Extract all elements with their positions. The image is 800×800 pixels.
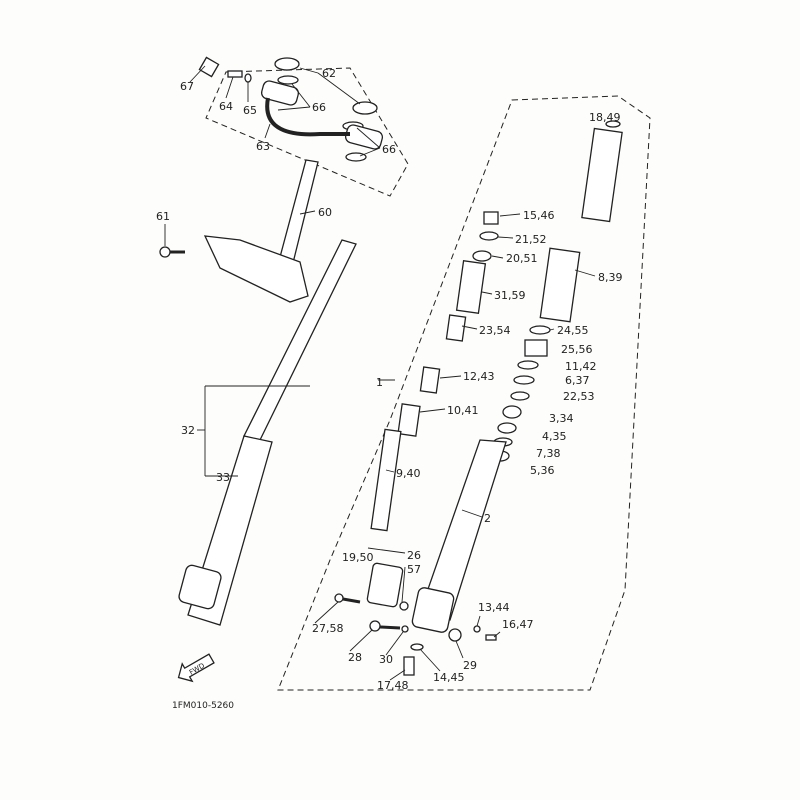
washer-30 bbox=[401, 625, 409, 633]
metal-22 bbox=[510, 391, 530, 401]
steering-group-boundary bbox=[205, 67, 409, 197]
screw-16 bbox=[485, 634, 497, 641]
oil-seal-11 bbox=[517, 360, 539, 370]
damper-rod-9 bbox=[370, 428, 402, 532]
label-13-44: 13,44 bbox=[478, 601, 510, 614]
label-33: 33 bbox=[216, 471, 230, 484]
label-22-53: 22,53 bbox=[563, 390, 595, 403]
label-20-51: 20,51 bbox=[506, 252, 538, 265]
label-25-56: 25,56 bbox=[561, 343, 593, 356]
brake-hose-63 bbox=[265, 97, 350, 137]
seal-62a bbox=[274, 57, 300, 71]
label-7-38: 7,38 bbox=[536, 447, 561, 460]
label-19-50: 19,50 bbox=[342, 551, 374, 564]
label-67: 67 bbox=[180, 80, 194, 93]
spacer-31 bbox=[455, 259, 487, 315]
boot-19 bbox=[366, 562, 404, 608]
seal-62b bbox=[352, 101, 378, 115]
label-14-45: 14,45 bbox=[433, 671, 465, 684]
inner-tube-39 bbox=[539, 247, 581, 323]
diagram-code: 1FM010-5260 bbox=[172, 701, 234, 711]
label-62: 62 bbox=[322, 67, 336, 80]
washer-6 bbox=[513, 375, 535, 385]
o-ring-65 bbox=[244, 73, 252, 83]
label-65: 65 bbox=[243, 104, 257, 117]
label-15-46: 15,46 bbox=[523, 209, 555, 222]
label-31-59: 31,59 bbox=[494, 289, 526, 302]
forward-direction-arrow: FWD bbox=[177, 653, 215, 683]
washer-13 bbox=[473, 625, 481, 633]
cap-29 bbox=[448, 628, 462, 642]
bolt-28 bbox=[369, 620, 401, 632]
bleed-screw-64 bbox=[227, 70, 243, 78]
label-63: 63 bbox=[256, 140, 270, 153]
label-21-52: 21,52 bbox=[515, 233, 547, 246]
bolt-61 bbox=[159, 246, 185, 258]
piston-ring-10 bbox=[397, 403, 421, 437]
label-4-35: 4,35 bbox=[542, 430, 567, 443]
spring-12 bbox=[419, 366, 441, 394]
label-57: 57 bbox=[407, 563, 421, 576]
label-5-36: 5,36 bbox=[530, 464, 555, 477]
label-32: 32 bbox=[181, 424, 195, 437]
label-2: 2 bbox=[484, 512, 491, 525]
label-12-43: 12,43 bbox=[463, 370, 495, 383]
o-ring-57 bbox=[399, 601, 409, 611]
damper-seat-4 bbox=[497, 422, 517, 434]
under-bracket bbox=[203, 235, 309, 303]
bolt-17 bbox=[403, 656, 415, 676]
label-28: 28 bbox=[348, 651, 362, 664]
inner-tube-8 bbox=[581, 127, 623, 223]
label-1: 1 bbox=[376, 376, 383, 389]
label-24-55: 24,55 bbox=[557, 324, 589, 337]
fork-assembly-boundary bbox=[277, 95, 651, 691]
label-29: 29 bbox=[463, 659, 477, 672]
o-ring-66c bbox=[345, 152, 367, 162]
label-66-lower: 66 bbox=[382, 143, 396, 156]
fork-spring-23 bbox=[445, 314, 467, 342]
leader-lines bbox=[164, 65, 596, 681]
axle-holder-right bbox=[411, 587, 455, 633]
dust-seal-24 bbox=[529, 325, 551, 335]
label-61: 61 bbox=[156, 210, 170, 223]
outer-tube-2 bbox=[419, 439, 507, 621]
o-ring-66a bbox=[277, 75, 299, 85]
label-10-41: 10,41 bbox=[447, 404, 479, 417]
label-3-34: 3,34 bbox=[549, 412, 574, 425]
brake-hose-union-a bbox=[260, 80, 300, 106]
spring-67 bbox=[198, 56, 220, 78]
label-9-40: 9,40 bbox=[396, 467, 421, 480]
label-66-upper: 66 bbox=[312, 101, 326, 114]
caliper-mount-left bbox=[178, 564, 222, 610]
label-8-39: 8,39 bbox=[598, 271, 623, 284]
label-11-42: 11,42 bbox=[565, 360, 597, 373]
circlip-18 bbox=[605, 120, 621, 128]
label-26: 26 bbox=[407, 549, 421, 562]
clip-25 bbox=[524, 339, 548, 357]
label-6-37: 6,37 bbox=[565, 374, 590, 387]
slide-metal-3 bbox=[502, 405, 522, 419]
spacer-20 bbox=[472, 250, 492, 262]
o-ring-21 bbox=[479, 231, 499, 241]
label-17-48: 17,48 bbox=[377, 679, 409, 692]
label-18-49: 18,49 bbox=[589, 111, 621, 124]
fwd-label: FWD bbox=[188, 662, 206, 677]
label-23-54: 23,54 bbox=[479, 324, 511, 337]
label-16-47: 16,47 bbox=[502, 618, 534, 631]
label-60: 60 bbox=[318, 206, 332, 219]
part-number-labels: 67 64 65 62 66 66 63 61 60 18,49 15,46 2… bbox=[156, 67, 623, 711]
label-27-58: 27,58 bbox=[312, 622, 344, 635]
gasket-14 bbox=[410, 643, 424, 651]
cap-bolt-15 bbox=[483, 211, 499, 225]
label-64: 64 bbox=[219, 100, 233, 113]
bolt-27 bbox=[334, 593, 361, 604]
label-30: 30 bbox=[379, 653, 393, 666]
